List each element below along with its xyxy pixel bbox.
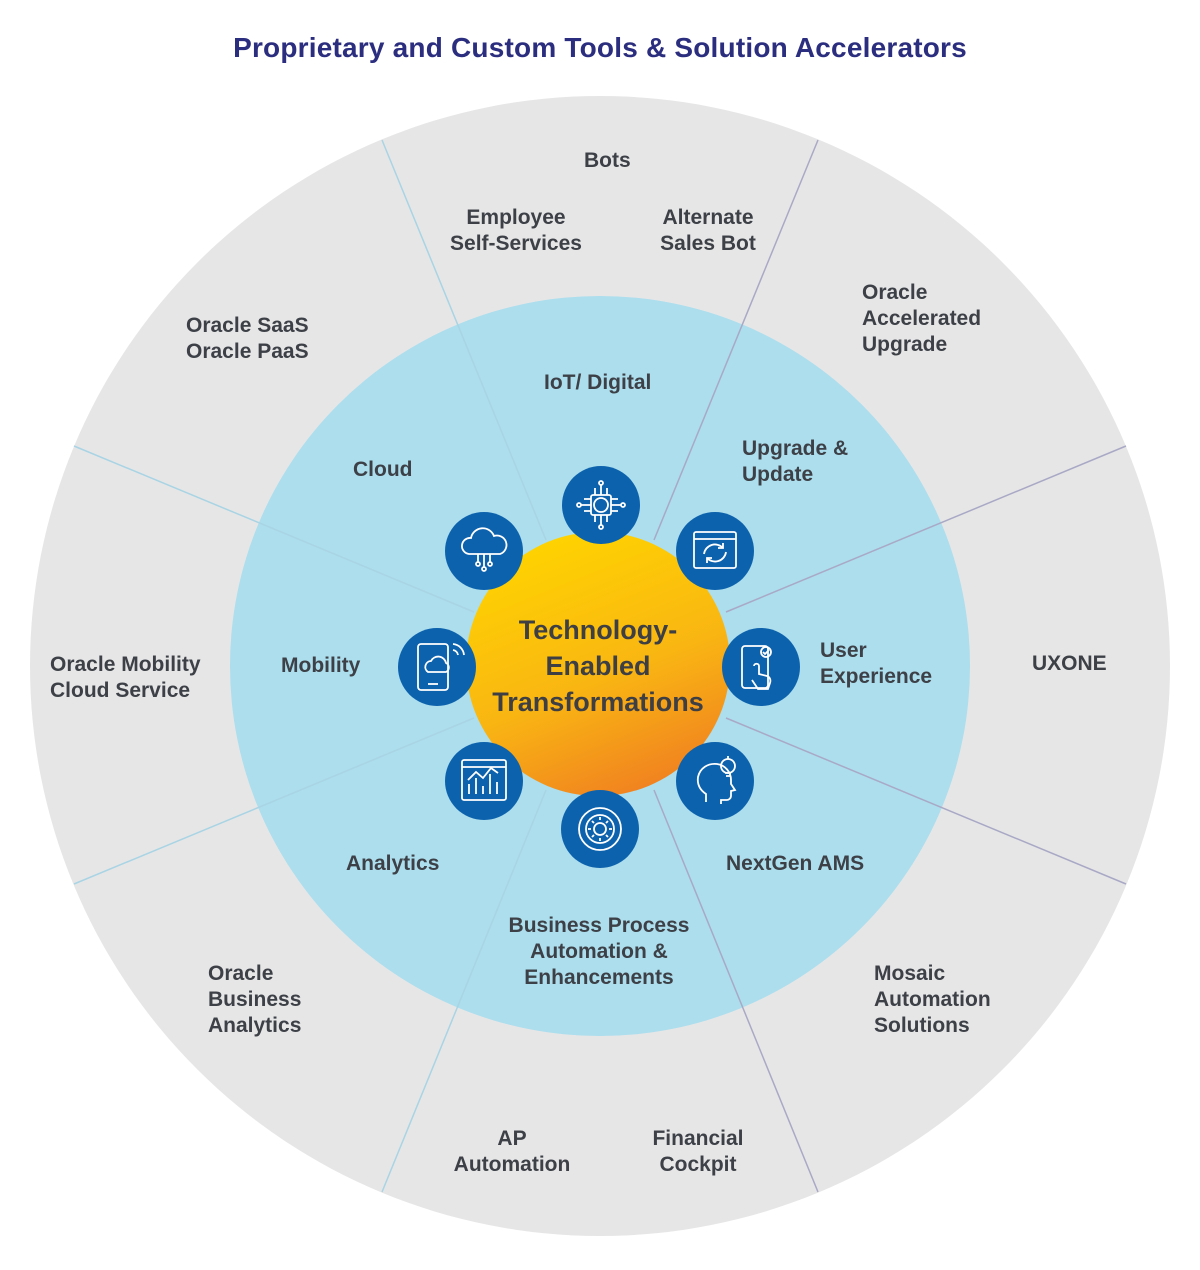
label-cloud: Cloud xyxy=(353,458,413,481)
cloud-network-icon xyxy=(445,512,523,590)
label-bots: Bots xyxy=(584,149,631,172)
divider-lines xyxy=(73,139,1127,1193)
label-iot-digital: IoT/ Digital xyxy=(544,371,652,394)
label-upgrade-update: Upgrade &Update xyxy=(742,437,849,486)
label-nextgen-ams: NextGen AMS xyxy=(726,852,865,875)
center-label: Technology- Enabled Transformations xyxy=(492,615,704,717)
analytics-chart-icon xyxy=(445,742,523,820)
sync-window-icon xyxy=(676,512,754,590)
head-bulb-icon xyxy=(676,742,754,820)
center-circle xyxy=(466,532,730,796)
mobile-cloud-icon xyxy=(398,628,476,706)
label-analytics: Analytics xyxy=(346,852,440,875)
chip-icon xyxy=(562,466,640,544)
label-uxone: UXONE xyxy=(1032,652,1107,675)
diagram-title: Proprietary and Custom Tools & Solution … xyxy=(233,32,967,63)
label-mobility: Mobility xyxy=(281,654,361,677)
touch-phone-icon xyxy=(722,628,800,706)
gear-cycle-icon xyxy=(561,790,639,868)
